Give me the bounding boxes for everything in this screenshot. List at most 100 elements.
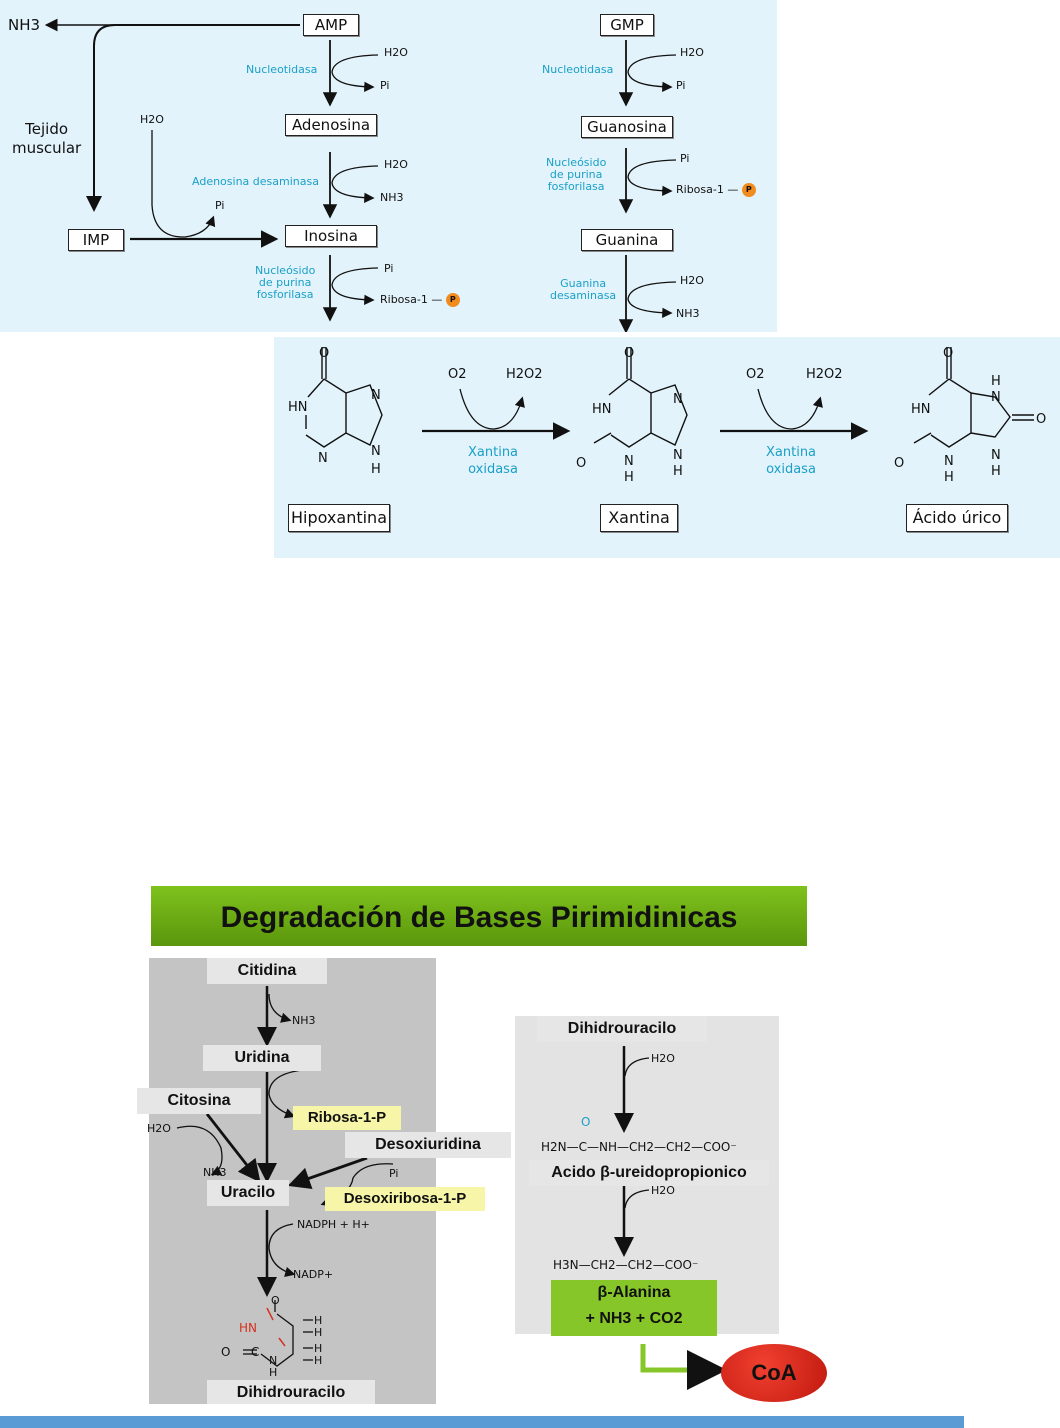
ribosa-1-p-box: Ribosa-1-P	[293, 1106, 401, 1130]
svg-text:H: H	[314, 1326, 322, 1339]
o2-label: O2	[448, 367, 467, 382]
enzyme-nucleotidasa-left: Nucleotidasa	[246, 63, 318, 76]
h2o-label: H2O	[384, 46, 408, 59]
pi-label: Pi	[680, 152, 690, 165]
xanthine-oxidase-panel: O HN N N H N O HN N N H N H O O HN H N N…	[274, 337, 1060, 558]
h2o-label: H2O	[140, 113, 164, 126]
svg-text:N: N	[673, 392, 683, 407]
purine-pathway-arrows	[44, 18, 677, 332]
ureido-formula: H2N—C—NH—CH2—CH2—COO⁻	[541, 1140, 737, 1154]
pi-label: Pi	[676, 79, 686, 92]
alanina-formula: H3N—CH2—CH2—COO⁻	[553, 1258, 699, 1272]
pyrimidine-slide: Degradación de Bases Pirimidinicas	[117, 882, 847, 1404]
inosina-box: Inosina	[285, 225, 377, 247]
beta-alanina-products: + NH3 + CO2	[585, 1310, 683, 1327]
svg-text:O: O	[576, 456, 586, 471]
pi-label: Pi	[384, 262, 394, 275]
desoxiuridina-box: Desoxiuridina	[345, 1132, 511, 1158]
h2o-label: H2O	[651, 1184, 675, 1197]
enzyme-guanina-desaminasa: Guanina desaminasa	[550, 277, 617, 302]
desoxiribosa-1-p-box: Desoxiribosa-1-P	[325, 1187, 485, 1211]
svg-text:O: O	[581, 1115, 590, 1129]
phosphate-icon: P	[445, 293, 460, 307]
nh3-small-label: NH3	[380, 191, 404, 204]
uridina-box: Uridina	[203, 1045, 321, 1071]
enzyme-nucleotidasa-right: Nucleotidasa	[542, 63, 614, 76]
xantina-box: Xantina	[600, 504, 678, 532]
svg-text:O: O	[624, 346, 634, 361]
pi-label: Pi	[380, 79, 390, 92]
enzyme-xantina-oxidasa-1: Xantina oxidasa	[468, 445, 519, 477]
dihidrouracilo-right-box: Dihidrouracilo	[537, 1016, 707, 1042]
ribosa-label: Ribosa-1 — P	[380, 293, 460, 307]
svg-text:O: O	[319, 346, 329, 361]
guanina-box: Guanina	[581, 229, 673, 251]
imp-box: IMP	[68, 229, 124, 251]
svg-text:H: H	[991, 464, 1001, 479]
svg-text:N: N	[371, 388, 381, 403]
citidina-box: Citidina	[207, 958, 327, 984]
svg-text:N: N	[624, 454, 634, 469]
svg-text:HN: HN	[911, 402, 931, 417]
svg-text:N: N	[991, 390, 1001, 405]
svg-text:H: H	[314, 1314, 322, 1327]
phosphate-icon: P	[741, 183, 756, 197]
acido-urico-box: Ácido úrico	[906, 504, 1008, 532]
footer-bar	[0, 1416, 964, 1428]
h2o-label: H2O	[147, 1122, 171, 1135]
h2o2-label: H2O2	[506, 367, 543, 382]
svg-text:O: O	[943, 346, 953, 361]
svg-text:O: O	[221, 1345, 230, 1359]
svg-text:N: N	[269, 1354, 277, 1367]
enzyme-pnp-left: Nucleósido de purina fosforilasa	[255, 264, 316, 301]
svg-text:C: C	[251, 1345, 259, 1359]
tejido-muscular-label: Tejido muscular	[12, 120, 82, 157]
enzyme-xantina-oxidasa-2: Xantina oxidasa	[766, 445, 817, 477]
beta-alanina-label: β-Alanina	[597, 1284, 671, 1301]
nh3-label: NH3	[203, 1166, 227, 1179]
svg-text:N: N	[944, 454, 954, 469]
h2o-label: H2O	[384, 158, 408, 171]
svg-text:O: O	[894, 456, 904, 471]
h2o-label: H2O	[680, 46, 704, 59]
enzyme-pnp-right: Nucleósido de purina fosforilasa	[546, 156, 607, 193]
svg-text:H: H	[944, 470, 954, 485]
pi-label: Pi	[389, 1167, 399, 1180]
guanosina-box: Guanosina	[581, 116, 673, 138]
svg-text:O: O	[271, 1294, 280, 1307]
svg-text:HN: HN	[288, 400, 308, 415]
enzyme-adenosina-desaminasa: Adenosina desaminasa	[192, 175, 319, 188]
svg-text:H: H	[624, 470, 634, 485]
svg-text:N: N	[991, 448, 1001, 463]
svg-text:O: O	[1036, 412, 1046, 427]
pi-label: Pi	[215, 199, 225, 212]
ureido-name-box: Acido β-ureidopropionico	[529, 1160, 769, 1186]
svg-text:HN: HN	[592, 402, 612, 417]
svg-text:H: H	[269, 1366, 277, 1379]
h2o-label: H2O	[680, 274, 704, 287]
dihidrouracilo-left-box: Dihidrouracilo	[207, 1380, 375, 1404]
svg-text:HN: HN	[239, 1321, 257, 1335]
purine-structures: O HN N N H N O HN N N H N H O O HN H N N…	[288, 346, 1046, 485]
h2o-label: H2O	[651, 1052, 675, 1065]
svg-text:N: N	[673, 448, 683, 463]
ribosa-label: Ribosa-1 — P	[676, 183, 756, 197]
adenosina-box: Adenosina	[285, 114, 377, 136]
svg-text:H: H	[673, 464, 683, 479]
beta-alanina-box: β-Alanina + NH3 + CO2	[551, 1280, 717, 1336]
coa-ellipse: CoA	[721, 1344, 827, 1402]
pyrimidine-arrows: O HN O C N H H H H H O	[176, 986, 727, 1390]
svg-text:H: H	[314, 1342, 322, 1355]
svg-text:H: H	[314, 1354, 322, 1367]
slide-title: Degradación de Bases Pirimidinicas	[151, 886, 807, 946]
o2-label: O2	[746, 367, 765, 382]
purine-pathway-panel: NH3 Tejido muscular AMP GMP Adenosina Gu…	[0, 0, 777, 332]
uracilo-box: Uracilo	[207, 1180, 289, 1206]
nadp-label: NADP+	[293, 1268, 334, 1281]
gmp-box: GMP	[600, 14, 654, 36]
svg-text:N: N	[371, 444, 381, 459]
citosina-box: Citosina	[137, 1088, 261, 1114]
svg-text:H: H	[991, 374, 1001, 389]
svg-text:N: N	[318, 451, 328, 466]
nh3-label: NH3	[292, 1014, 316, 1027]
